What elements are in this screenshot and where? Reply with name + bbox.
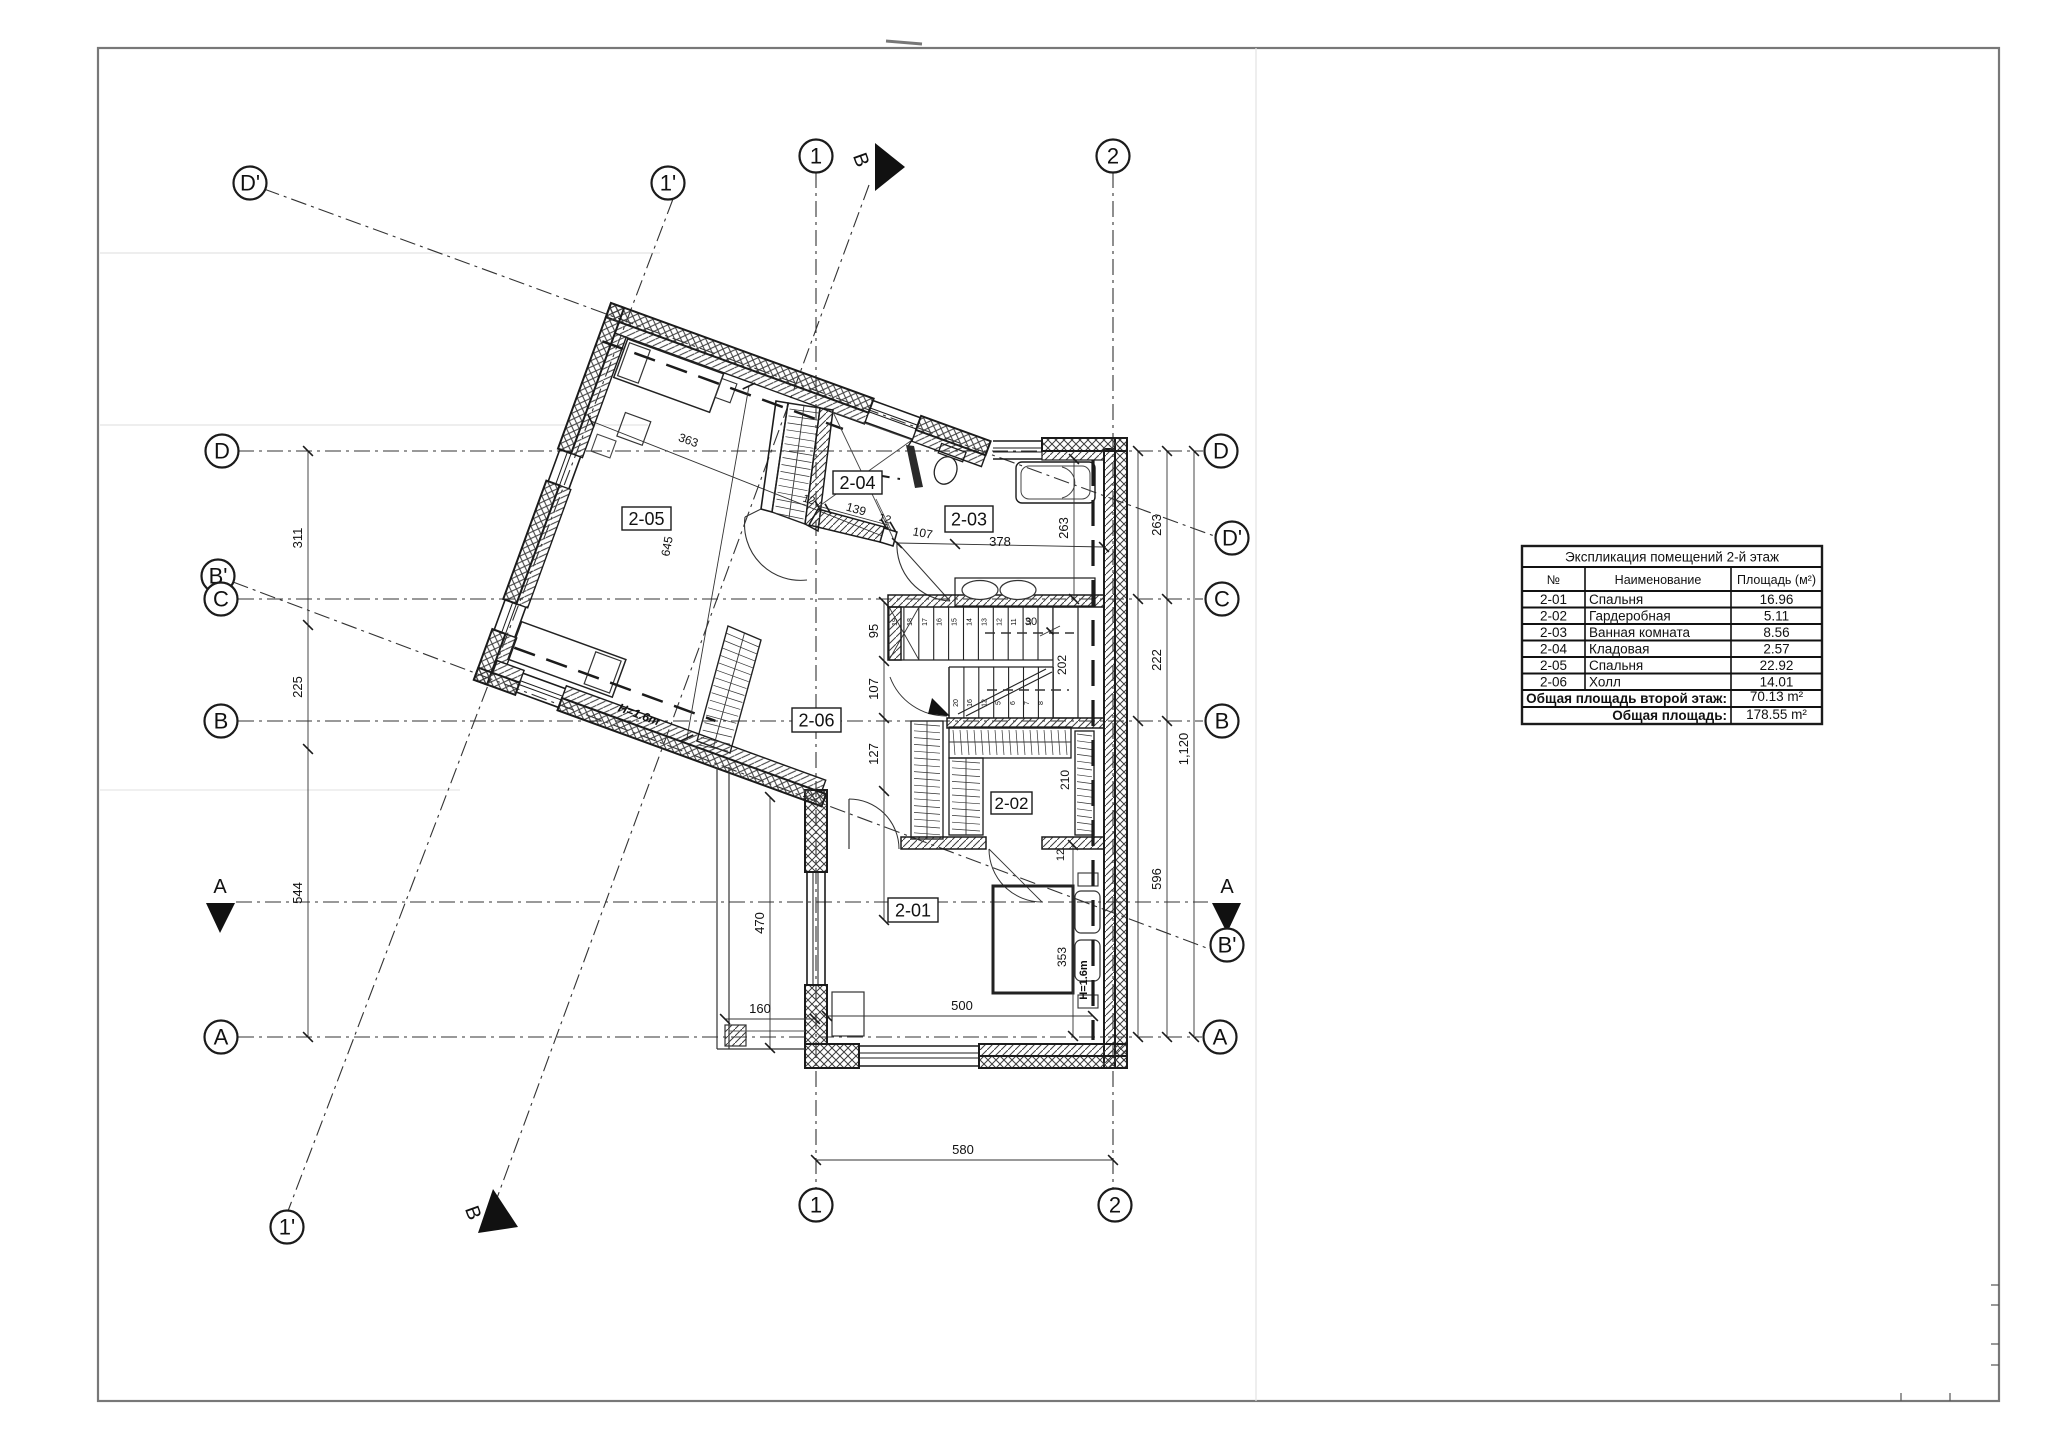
svg-text:D': D' <box>1222 526 1242 551</box>
svg-text:2-02: 2-02 <box>994 794 1028 813</box>
svg-text:16: 16 <box>967 699 974 707</box>
svg-text:107: 107 <box>912 524 934 541</box>
svg-text:20: 20 <box>953 699 960 707</box>
svg-text:544: 544 <box>290 882 305 904</box>
svg-text:A: A <box>1213 1025 1228 1050</box>
svg-text:263: 263 <box>1149 514 1164 536</box>
svg-text:210: 210 <box>1058 770 1072 790</box>
svg-text:645: 645 <box>658 535 675 557</box>
svg-text:17: 17 <box>922 618 929 626</box>
svg-text:7: 7 <box>1024 701 1031 705</box>
svg-text:D: D <box>1213 439 1229 464</box>
svg-text:13: 13 <box>981 618 988 626</box>
svg-text:C: C <box>1214 587 1230 612</box>
svg-text:C: C <box>213 587 229 612</box>
svg-text:Экспликация помещений 2-й этаж: Экспликация помещений 2-й этаж <box>1565 550 1779 565</box>
svg-text:Ванная комната: Ванная комната <box>1589 625 1691 640</box>
svg-text:B: B <box>214 709 229 734</box>
svg-text:11: 11 <box>1011 618 1018 625</box>
svg-text:D': D' <box>240 171 260 196</box>
svg-text:12: 12 <box>981 699 988 707</box>
svg-text:14.01: 14.01 <box>1760 675 1794 690</box>
svg-text:470: 470 <box>752 912 767 934</box>
svg-text:Кладовая: Кладовая <box>1589 642 1649 657</box>
svg-text:127: 127 <box>866 743 881 765</box>
svg-text:95: 95 <box>866 624 881 638</box>
svg-text:Гардеробная: Гардеробная <box>1589 609 1671 624</box>
svg-text:B: B <box>1215 709 1230 734</box>
svg-text:5: 5 <box>996 701 1003 705</box>
svg-text:202: 202 <box>1055 655 1069 675</box>
svg-text:H=1.6m: H=1.6m <box>1078 960 1090 1000</box>
svg-text:Холл: Холл <box>1589 675 1621 690</box>
svg-text:2: 2 <box>1109 1193 1121 1218</box>
svg-text:30: 30 <box>1025 616 1037 628</box>
svg-text:Общая площадь второй этаж:: Общая площадь второй этаж: <box>1526 691 1727 706</box>
svg-text:222: 222 <box>1149 649 1164 671</box>
svg-text:596: 596 <box>1149 868 1164 890</box>
svg-text:107: 107 <box>866 678 881 700</box>
svg-text:1: 1 <box>810 144 822 169</box>
svg-text:12: 12 <box>996 618 1003 626</box>
svg-text:Общая площадь:: Общая площадь: <box>1612 708 1727 723</box>
svg-text:16.96: 16.96 <box>1760 592 1794 607</box>
svg-text:Спальня: Спальня <box>1589 592 1643 607</box>
svg-text:14: 14 <box>967 618 974 626</box>
svg-text:580: 580 <box>952 1142 974 1157</box>
svg-text:12: 12 <box>1055 849 1067 861</box>
svg-text:353: 353 <box>1055 947 1069 967</box>
svg-text:№: № <box>1547 573 1560 587</box>
svg-text:22.92: 22.92 <box>1760 658 1794 673</box>
svg-text:Площадь (м²): Площадь (м²) <box>1737 573 1816 587</box>
svg-text:B': B' <box>1218 933 1237 958</box>
svg-text:2-05: 2-05 <box>1540 658 1567 673</box>
svg-text:178.55 m²: 178.55 m² <box>1746 707 1807 722</box>
svg-text:Наименование: Наименование <box>1615 573 1702 587</box>
svg-text:16: 16 <box>937 618 944 626</box>
svg-text:2-06: 2-06 <box>798 710 834 730</box>
svg-text:8: 8 <box>1038 701 1045 705</box>
svg-text:2: 2 <box>1107 144 1119 169</box>
svg-text:Спальня: Спальня <box>1589 658 1643 673</box>
svg-text:2-04: 2-04 <box>1540 642 1568 657</box>
svg-text:2-02: 2-02 <box>1540 609 1567 624</box>
svg-text:2.57: 2.57 <box>1763 642 1789 657</box>
svg-text:139: 139 <box>845 500 868 519</box>
svg-text:15: 15 <box>952 618 959 626</box>
svg-text:2-01: 2-01 <box>1540 592 1567 607</box>
svg-text:12: 12 <box>801 493 816 508</box>
svg-text:2-01: 2-01 <box>895 900 931 920</box>
svg-text:1: 1 <box>810 1193 822 1218</box>
svg-text:2-05: 2-05 <box>628 509 664 529</box>
svg-text:10: 10 <box>1026 618 1033 626</box>
svg-text:70.13 m²: 70.13 m² <box>1750 689 1804 704</box>
svg-text:5.11: 5.11 <box>1764 609 1789 624</box>
svg-text:2-03: 2-03 <box>1540 625 1567 640</box>
svg-text:160: 160 <box>749 1001 771 1016</box>
svg-text:1': 1' <box>660 171 676 196</box>
svg-text:2-04: 2-04 <box>839 473 875 493</box>
svg-text:2-06: 2-06 <box>1540 675 1567 690</box>
svg-text:A: A <box>214 1025 229 1050</box>
svg-text:2-03: 2-03 <box>951 509 987 529</box>
svg-text:225: 225 <box>290 676 305 698</box>
svg-text:A: A <box>1220 876 1234 898</box>
svg-text:263: 263 <box>1056 517 1071 539</box>
svg-text:1': 1' <box>279 1215 295 1240</box>
svg-text:6: 6 <box>1010 701 1017 705</box>
svg-text:363: 363 <box>677 430 701 450</box>
svg-text:D: D <box>214 439 230 464</box>
svg-text:311: 311 <box>290 528 305 549</box>
svg-text:12: 12 <box>877 512 892 527</box>
svg-text:378: 378 <box>989 534 1011 549</box>
svg-text:500: 500 <box>951 998 973 1013</box>
svg-text:1,120: 1,120 <box>1176 733 1191 766</box>
svg-text:A: A <box>213 876 227 898</box>
svg-text:8.56: 8.56 <box>1763 625 1789 640</box>
